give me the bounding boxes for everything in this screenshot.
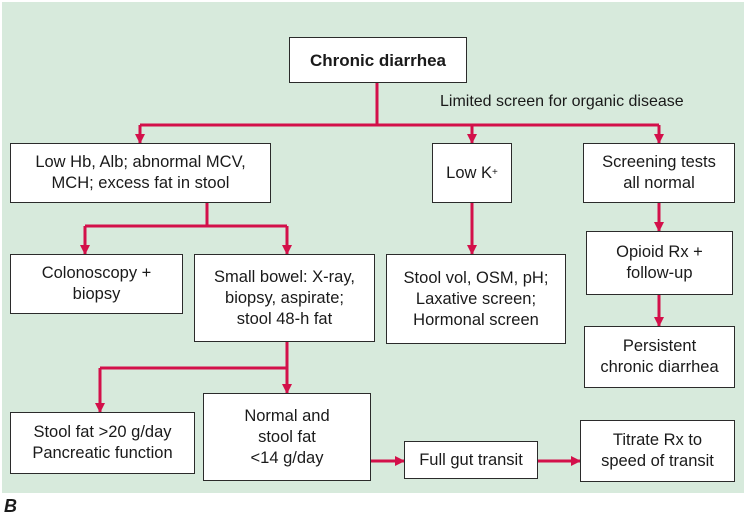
annotation-limited-screen: Limited screen for organic disease [440, 93, 684, 110]
figure-label: B [4, 496, 17, 516]
node-chronic-diarrhea: Chronic diarrhea [289, 37, 467, 83]
node-titrate-rx: Titrate Rx to speed of transit [580, 420, 735, 482]
node-opioid-rx: Opioid Rx + follow-up [586, 231, 733, 295]
node-colonoscopy: Colonoscopy + biopsy [10, 254, 183, 314]
node-full-gut-transit: Full gut transit [404, 441, 538, 479]
node-low-k: Low K+ [432, 143, 512, 203]
node-stool-fat-high: Stool fat >20 g/day Pancreatic function [10, 412, 195, 474]
node-normal-stool-fat: Normal and stool fat <14 g/day [203, 393, 371, 481]
node-stool-vol: Stool vol, OSM, pH; Laxative screen; Hor… [386, 254, 566, 344]
node-screening-tests: Screening tests all normal [583, 143, 735, 203]
node-low-k-label: Low K [446, 163, 492, 182]
node-small-bowel: Small bowel: X-ray, biopsy, aspirate; st… [194, 254, 375, 342]
node-persistent-diarrhea: Persistent chronic diarrhea [584, 326, 735, 388]
node-low-hb-alb: Low Hb, Alb; abnormal MCV, MCH; excess f… [10, 143, 271, 203]
